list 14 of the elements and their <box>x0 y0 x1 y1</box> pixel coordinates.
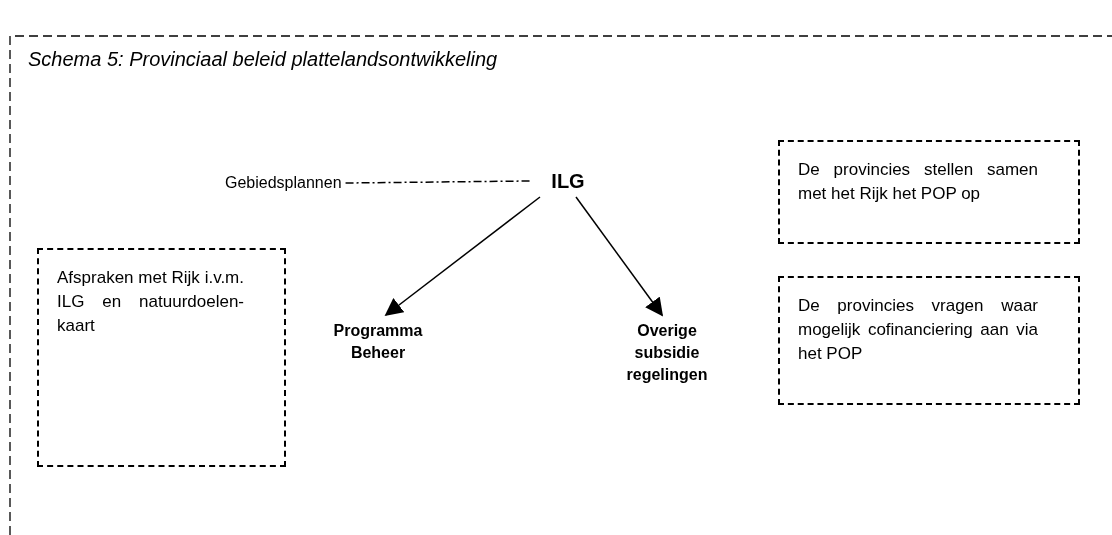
note-text: Afspraken met Rijk i.v.m. ILG en natuurdoelen-kaart <box>57 267 244 337</box>
dashed-note-box <box>37 248 286 467</box>
dashed-note-box <box>778 140 1080 244</box>
diagram-title: Schema 5: Provinciaal beleid plattelandsontwikkeling <box>28 48 498 71</box>
node-label: ILG <box>540 170 596 192</box>
note-text: De provincies stellen samen met het Rijk het POP op <box>798 159 1038 205</box>
node-label: Programma Beheer <box>318 320 438 364</box>
arrow <box>384 196 541 317</box>
node-label: Gebiedsplannen <box>225 172 365 194</box>
dashed-note-box <box>778 276 1080 405</box>
node-label: Overige subsidie regelingen <box>615 320 719 386</box>
note-text: De provincies vragen waar mogelijk cofinanciering aan via het POP <box>798 295 1038 365</box>
arrow <box>575 196 664 317</box>
connector-line <box>344 180 531 184</box>
